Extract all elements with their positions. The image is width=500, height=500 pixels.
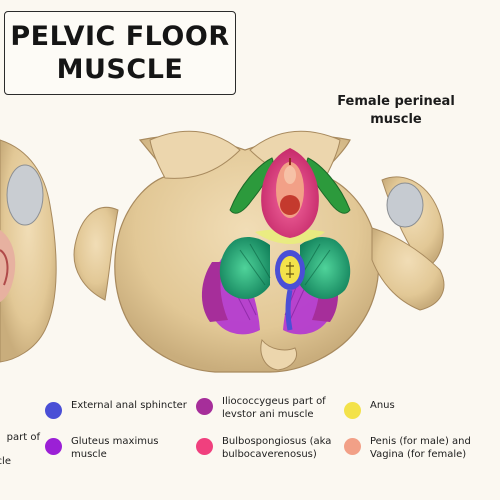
legend-label: Gluteus maximus bbox=[71, 436, 159, 447]
legend-label: Bulbospongiosus (aka bbox=[222, 436, 332, 447]
legend-swatch bbox=[45, 438, 62, 455]
legend-swatch bbox=[45, 402, 62, 419]
legend-item-bulbospongiosus: Bulbospongiosus (aka bulbocaverenosus) bbox=[196, 436, 331, 461]
legend-swatch bbox=[196, 398, 213, 415]
legend-item-penis-vagina: Penis (for male) and Vagina (for female) bbox=[344, 436, 471, 461]
cut-off-legend-line-1: part of bbox=[6, 432, 40, 443]
legend-item-iliococcygeus: Iliococcygeus part of levstor ani muscle bbox=[196, 396, 326, 421]
left-pelvis-partial bbox=[0, 139, 57, 363]
legend-label: Iliococcygeus part of bbox=[222, 396, 326, 407]
legend-label: levstor ani muscle bbox=[222, 408, 314, 420]
title-line-2: MUSCLE bbox=[56, 54, 184, 85]
cut-off-legend: part of bbox=[0, 432, 40, 445]
legend-item-anus: Anus bbox=[344, 400, 395, 419]
legend-item-external-anal-sphincter: External anal sphincter bbox=[45, 400, 187, 419]
legend-label: Anus bbox=[370, 400, 395, 411]
title-box: PELVIC FLOOR MUSCLE bbox=[4, 11, 236, 95]
title-line-1: PELVIC FLOOR bbox=[10, 21, 230, 52]
legend-label: External anal sphincter bbox=[71, 400, 187, 411]
legend-swatch bbox=[196, 438, 213, 455]
legend-item-gluteus-maximus: Gluteus maximus muscle bbox=[45, 436, 159, 461]
legend-label: muscle bbox=[71, 448, 107, 460]
subtitle-line-2: muscle bbox=[370, 112, 422, 127]
subtitle-line-1: Female perineal bbox=[337, 94, 455, 109]
cut-off-legend-line-2: cle bbox=[0, 456, 11, 467]
subtitle: Female perineal muscle bbox=[326, 93, 466, 129]
legend-label: Penis (for male) and bbox=[370, 436, 471, 447]
legend-swatch bbox=[344, 402, 361, 419]
legend-label: bulbocaverenosus) bbox=[222, 448, 317, 460]
legend-swatch bbox=[344, 438, 361, 455]
cut-off-legend-2: cle bbox=[0, 456, 11, 469]
legend-label: Vagina (for female) bbox=[370, 448, 467, 460]
vagina bbox=[276, 158, 304, 218]
levator-ani bbox=[219, 237, 351, 300]
anal-region bbox=[275, 250, 305, 331]
